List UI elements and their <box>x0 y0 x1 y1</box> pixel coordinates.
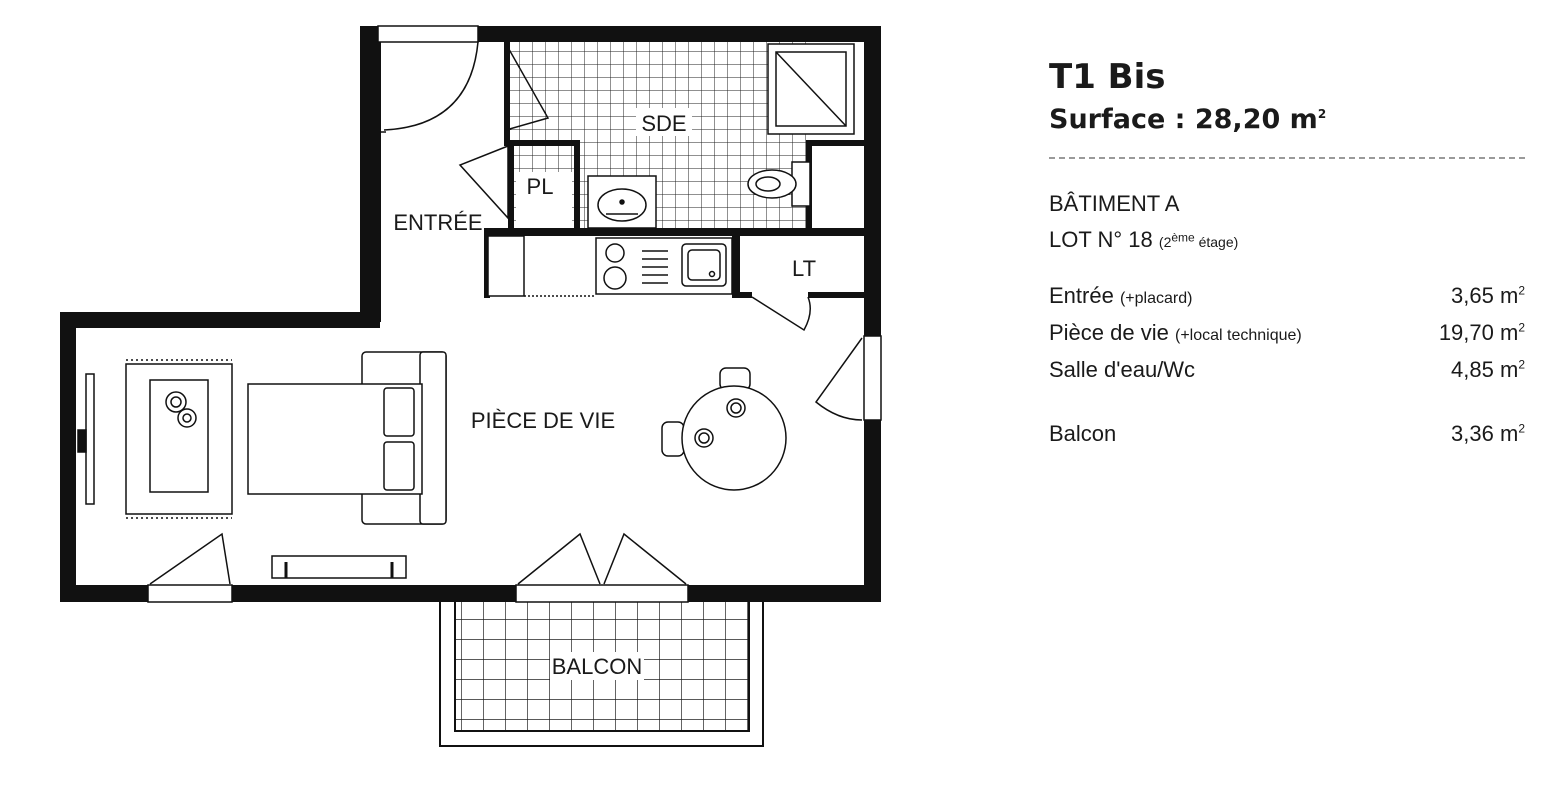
area-value: 3,65 m2 <box>1451 279 1525 313</box>
floor-plan: SDE PL ENTRÉE LT PIÈCE DE VIE BALCON <box>60 25 882 747</box>
area-note: (+local technique) <box>1174 327 1302 344</box>
lot-number: LOT N° 18 (2ème étage) <box>1049 225 1525 257</box>
area-unit-exponent: 2 <box>1518 320 1525 335</box>
exterior-walls <box>60 26 881 602</box>
area-name: Pièce de vie (+local technique) <box>1049 316 1302 353</box>
area-name: Entrée (+placard) <box>1049 279 1192 316</box>
area-value-text: 19,70 m <box>1438 320 1519 345</box>
bathroom-sink <box>587 175 657 229</box>
dashed-separator <box>1049 157 1525 159</box>
balcony-doors <box>149 532 687 585</box>
lot-floor-suffix: étage) <box>1194 234 1239 250</box>
area-unit-exponent: 2 <box>1518 421 1525 436</box>
area-name-text: Salle d'eau/Wc <box>1049 357 1196 382</box>
toilet <box>747 161 811 207</box>
technical-room-door <box>751 296 811 332</box>
area-unit-exponent: 2 <box>1518 283 1525 298</box>
svg-text:SDE: SDE <box>641 111 686 136</box>
kitchen <box>487 235 733 297</box>
lot-floor-ordinal: ème <box>1171 230 1195 245</box>
radiator <box>271 555 407 579</box>
area-name-text: Pièce de vie <box>1049 320 1169 345</box>
area-name-text: Balcon <box>1049 421 1117 446</box>
area-list: Entrée (+placard) 3,65 m2 Pièce de vie (… <box>1049 279 1525 451</box>
rug <box>125 359 233 519</box>
area-row-salle-d-eau: Salle d'eau/Wc 4,85 m2 <box>1049 353 1525 387</box>
building-name: BÂTIMENT A <box>1049 191 1180 216</box>
area-row-entree: Entrée (+placard) 3,65 m2 <box>1049 279 1525 316</box>
dining-table <box>661 367 787 491</box>
total-surface-value: Surface : 28,20 m <box>1049 104 1318 135</box>
sde-label: SDE <box>636 108 692 136</box>
area-value-text: 3,65 m <box>1451 283 1519 308</box>
svg-text:BALCON: BALCON <box>552 654 642 679</box>
apartment-info: T1 Bis Surface : 28,20 m2 BÂTIMENT A LOT… <box>1049 55 1525 451</box>
balcon-label: BALCON <box>550 652 644 680</box>
area-value: 19,70 m2 <box>1439 316 1525 350</box>
entree-label: ENTRÉE <box>393 210 482 235</box>
bed <box>247 351 447 525</box>
piece-de-vie-label: PIÈCE DE VIE <box>471 408 615 433</box>
total-surface-exponent: 2 <box>1317 107 1327 121</box>
shower <box>767 43 855 135</box>
area-unit-exponent: 2 <box>1518 357 1525 372</box>
pl-label: PL <box>527 174 554 199</box>
side-door <box>814 337 863 421</box>
area-value-text: 4,85 m <box>1451 357 1519 382</box>
area-row-piece-de-vie: Pièce de vie (+local technique) 19,70 m2 <box>1049 316 1525 353</box>
area-name-text: Entrée <box>1049 283 1114 308</box>
closet-door <box>458 144 509 220</box>
lot-floor-prefix: (2 <box>1158 234 1172 250</box>
tv-unit <box>77 373 95 505</box>
area-note: (+placard) <box>1119 290 1193 307</box>
lot-number-value: LOT N° 18 <box>1049 227 1153 252</box>
area-value: 4,85 m2 <box>1451 353 1525 387</box>
area-value-text: 3,36 m <box>1451 421 1519 446</box>
lot-floor: (2ème étage) <box>1158 231 1239 250</box>
pl-closet <box>516 172 572 228</box>
windows <box>147 25 882 603</box>
total-surface: Surface : 28,20 m2 <box>1049 103 1525 137</box>
area-value: 3,36 m2 <box>1451 417 1525 451</box>
apartment-type: T1 Bis <box>1049 57 1166 97</box>
area-name: Salle d'eau/Wc <box>1049 353 1195 387</box>
area-row-balcon: Balcon 3,36 m2 <box>1049 417 1525 451</box>
lt-label: LT <box>792 256 816 281</box>
entrance-door <box>380 41 550 133</box>
